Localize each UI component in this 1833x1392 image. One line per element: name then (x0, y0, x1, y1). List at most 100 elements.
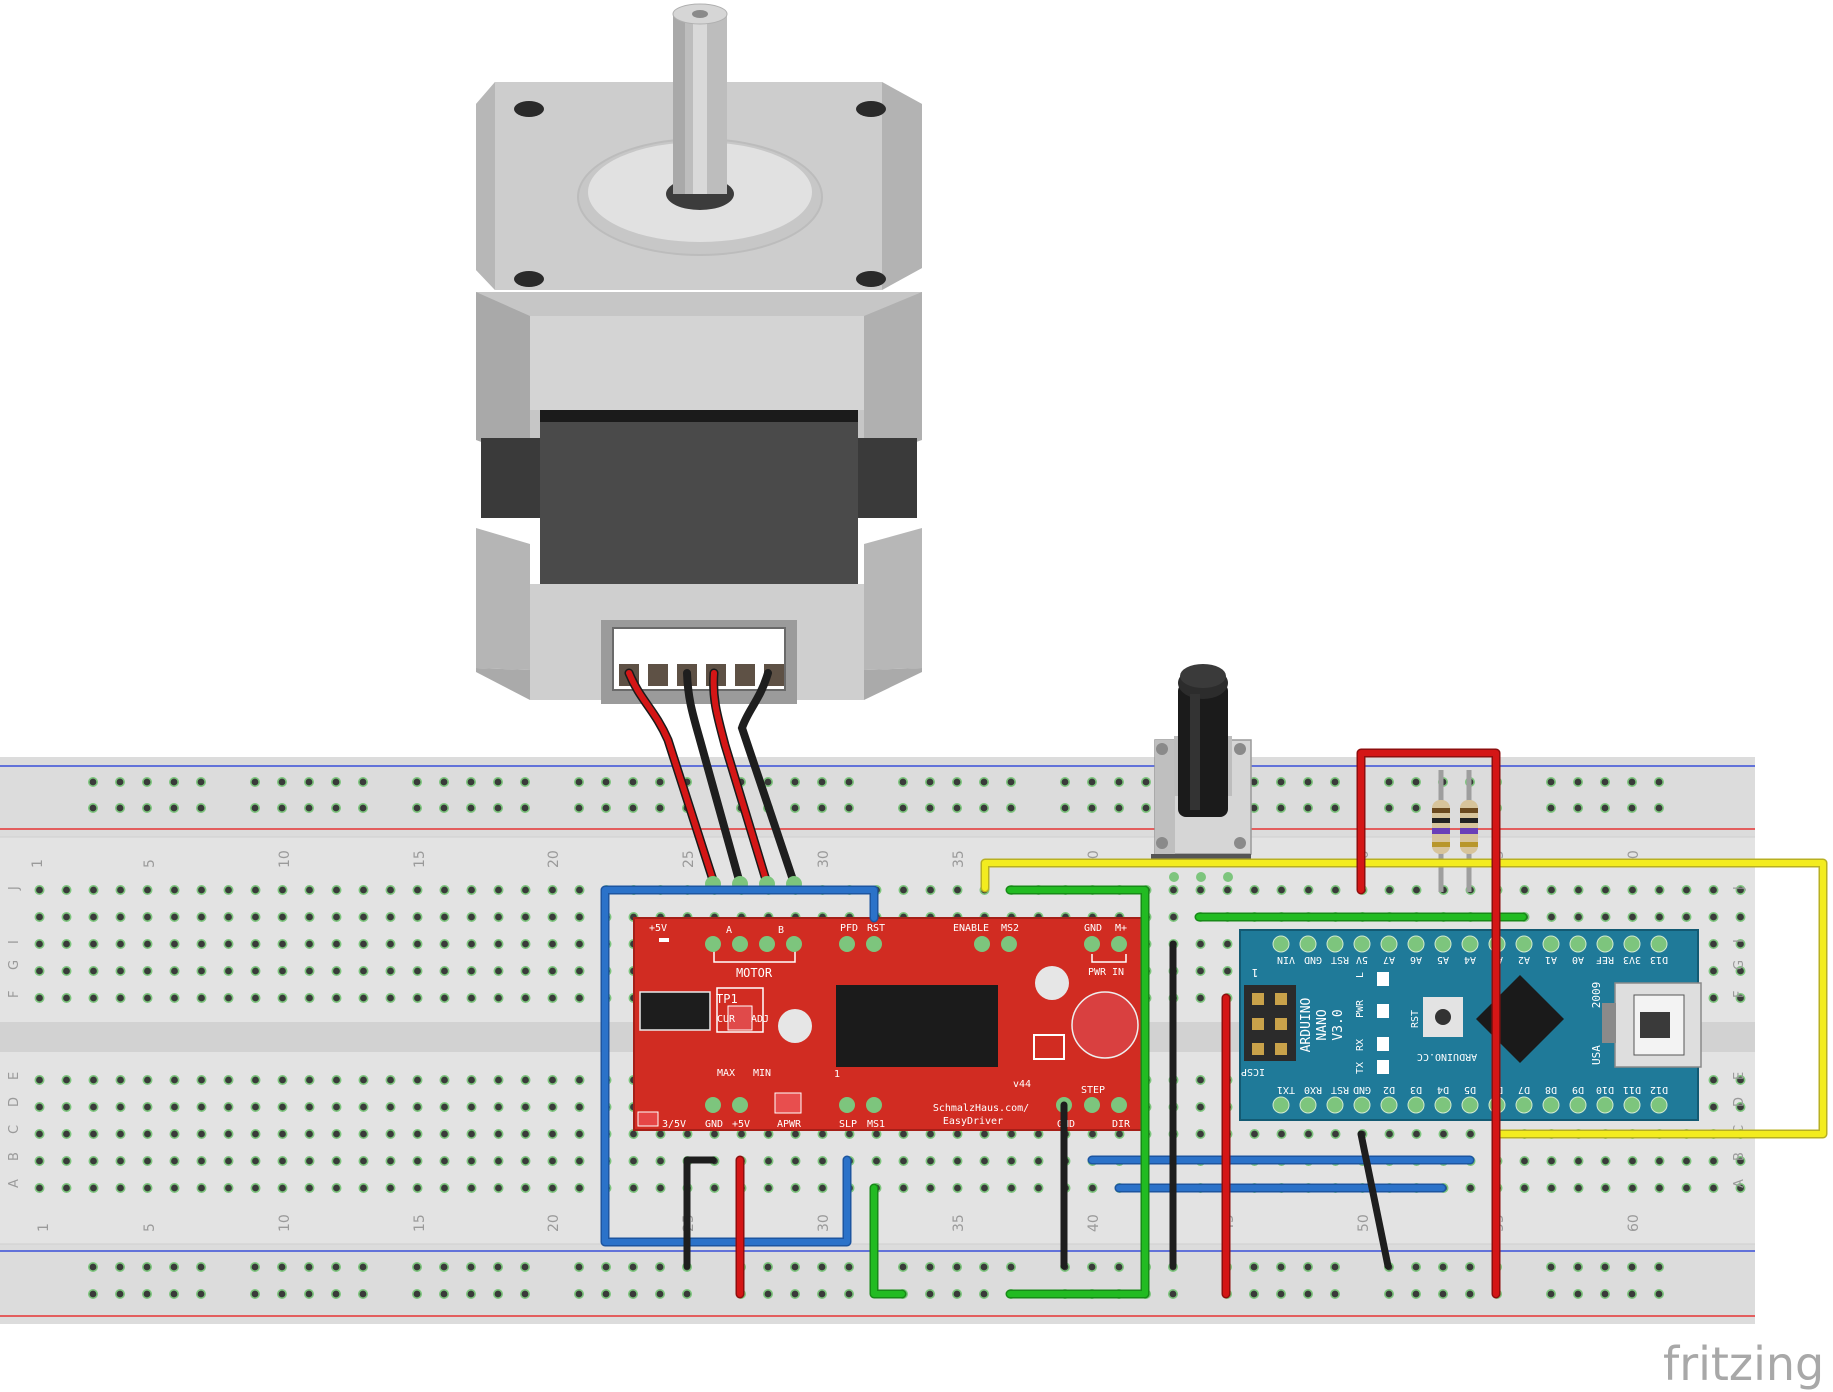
breadboard-hole (493, 1075, 504, 1086)
breadboard-hole (169, 776, 180, 787)
nano-label-model: NANO (1315, 1009, 1330, 1040)
nano-pin-label: D9 (1572, 1084, 1584, 1095)
easydriver-pin (974, 936, 990, 952)
breadboard-hole (385, 965, 396, 976)
breadboard-hole (411, 776, 422, 787)
pot-knob[interactable] (1178, 683, 1228, 817)
nano-pin-label: D2 (1383, 1084, 1395, 1095)
nano-usb-tongue (1640, 1012, 1670, 1038)
breadboard-hole (1330, 1129, 1341, 1140)
nano-pin-label: TX1 (1277, 1084, 1295, 1095)
nano-icsp-pin (1252, 1043, 1264, 1055)
breadboard-hole (61, 938, 72, 949)
column-label: 30 (816, 1214, 832, 1232)
breadboard-hole (655, 1183, 666, 1194)
nano-led (1377, 1037, 1389, 1051)
breadboard-hole (1033, 1129, 1044, 1140)
motor-screw-hole (856, 101, 886, 117)
easydriver-label-tp1: TP1 (716, 992, 738, 1006)
breadboard-hole (223, 992, 234, 1003)
breadboard-hole (142, 965, 153, 976)
breadboard-hole (1330, 776, 1341, 787)
breadboard-hole (438, 1262, 449, 1273)
breadboard-hole (411, 1262, 422, 1273)
breadboard-hole (1276, 776, 1287, 787)
breadboard-hole (790, 1129, 801, 1140)
breadboard-hole (61, 1102, 72, 1113)
breadboard-hole (412, 1102, 423, 1113)
breadboard-hole (978, 776, 989, 787)
breadboard-hole (250, 884, 261, 895)
breadboard-hole (250, 911, 261, 922)
breadboard-hole (898, 1129, 909, 1140)
breadboard-hole (276, 1262, 287, 1273)
breadboard-hole (1573, 1156, 1584, 1167)
easydriver-label-motor: MOTOR (736, 966, 773, 980)
easydriver-jumper-mark (1033, 1034, 1065, 1060)
breadboard-hole (789, 1289, 800, 1300)
breadboard-hole (1600, 802, 1611, 813)
nano-top-pin-labels: VIN GND RST 5V A7 A6 A5 A4 A3 A2 A1 A0 R… (1277, 954, 1668, 965)
row-label: I (1732, 939, 1747, 943)
breadboard-hole (762, 1262, 773, 1273)
nano-icsp-header (1244, 985, 1296, 1061)
nano-label-version: V3.0 (1331, 1009, 1346, 1040)
breadboard-hole (34, 1156, 45, 1167)
pot-pin (1196, 872, 1206, 882)
breadboard-hole (223, 1102, 234, 1113)
breadboard-hole (439, 1156, 450, 1167)
breadboard-hole (1654, 911, 1665, 922)
motor-faceplate-edge (882, 82, 922, 290)
breadboard-hole (331, 884, 342, 895)
breadboard-hole (34, 938, 45, 949)
breadboard-hole (1573, 776, 1584, 787)
breadboard-hole (304, 1129, 315, 1140)
breadboard-hole (223, 1183, 234, 1194)
breadboard-hole (1708, 884, 1719, 895)
motor-screw-hole (514, 101, 544, 117)
breadboard-hole (385, 938, 396, 949)
motor-body-upper-left (476, 292, 530, 460)
row-label: G (7, 960, 22, 970)
breadboard-hole (88, 884, 99, 895)
nano-label-site: ARDUINO.CC (1417, 1051, 1477, 1062)
nano-pin-label: D10 (1596, 1084, 1614, 1095)
nano-reset-button[interactable] (1435, 1009, 1451, 1025)
breadboard-hole (196, 911, 207, 922)
easydriver-pin (866, 936, 882, 952)
nano-label-country: USA (1590, 1045, 1603, 1065)
breadboard-hole (654, 802, 665, 813)
breadboard-hole (1005, 776, 1016, 787)
breadboard-hole (385, 992, 396, 1003)
nano-icsp-pin (1275, 993, 1287, 1005)
breadboard-hole (1654, 1183, 1665, 1194)
easydriver-label-ms1: MS1 (867, 1119, 885, 1130)
breadboard-hole (1573, 1289, 1584, 1300)
pot-screw (1234, 743, 1246, 755)
breadboard-hole (223, 938, 234, 949)
breadboard-hole (1411, 1289, 1422, 1300)
easydriver-apwr-pad (774, 1092, 802, 1114)
breadboard-hole (925, 1183, 936, 1194)
breadboard-hole (817, 1183, 828, 1194)
breadboard-hole (142, 1129, 153, 1140)
easydriver-inductor (639, 991, 711, 1031)
breadboard-hole (1195, 992, 1206, 1003)
breadboard-hole (61, 992, 72, 1003)
breadboard-hole (1168, 884, 1179, 895)
breadboard-hole (169, 1129, 180, 1140)
motor-wire-red (626, 670, 716, 883)
breadboard-hole (196, 884, 207, 895)
breadboard-hole (61, 1129, 72, 1140)
breadboard-hole (789, 776, 800, 787)
breadboard-hole (34, 1129, 45, 1140)
breadboard-hole (654, 1289, 665, 1300)
breadboard-hole (115, 1075, 126, 1086)
motor-shaft-hole (692, 10, 708, 18)
breadboard-hole (303, 1262, 314, 1273)
breadboard-hole (1654, 884, 1665, 895)
breadboard-hole (1735, 911, 1746, 922)
row-label: E (7, 1072, 22, 1080)
nano-pin-label: D3 (1410, 1084, 1422, 1095)
breadboard-hole (1330, 884, 1341, 895)
